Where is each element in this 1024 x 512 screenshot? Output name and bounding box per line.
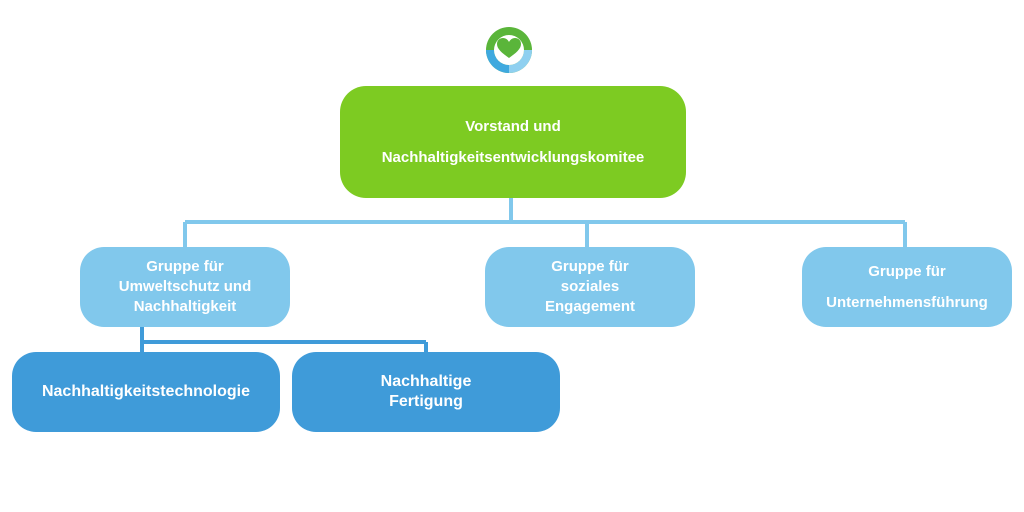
heart-circle-logo-icon [486, 27, 532, 73]
node-nachhaltige-fertigung: Nachhaltige Fertigung [292, 352, 560, 432]
node-nachhaltigkeitstechnologie: Nachhaltigkeitstechnologie [12, 352, 280, 432]
node-vorstand: Vorstand und Nachhaltigkeitsentwicklungs… [340, 86, 686, 198]
node-umweltschutz-group: Gruppe für Umweltschutz und Nachhaltigke… [80, 247, 290, 327]
node-soziales-engagement-group: Gruppe für soziales Engagement [485, 247, 695, 327]
node-unternehmensfuehrung-group: Gruppe für Unternehmensführung [802, 247, 1012, 327]
